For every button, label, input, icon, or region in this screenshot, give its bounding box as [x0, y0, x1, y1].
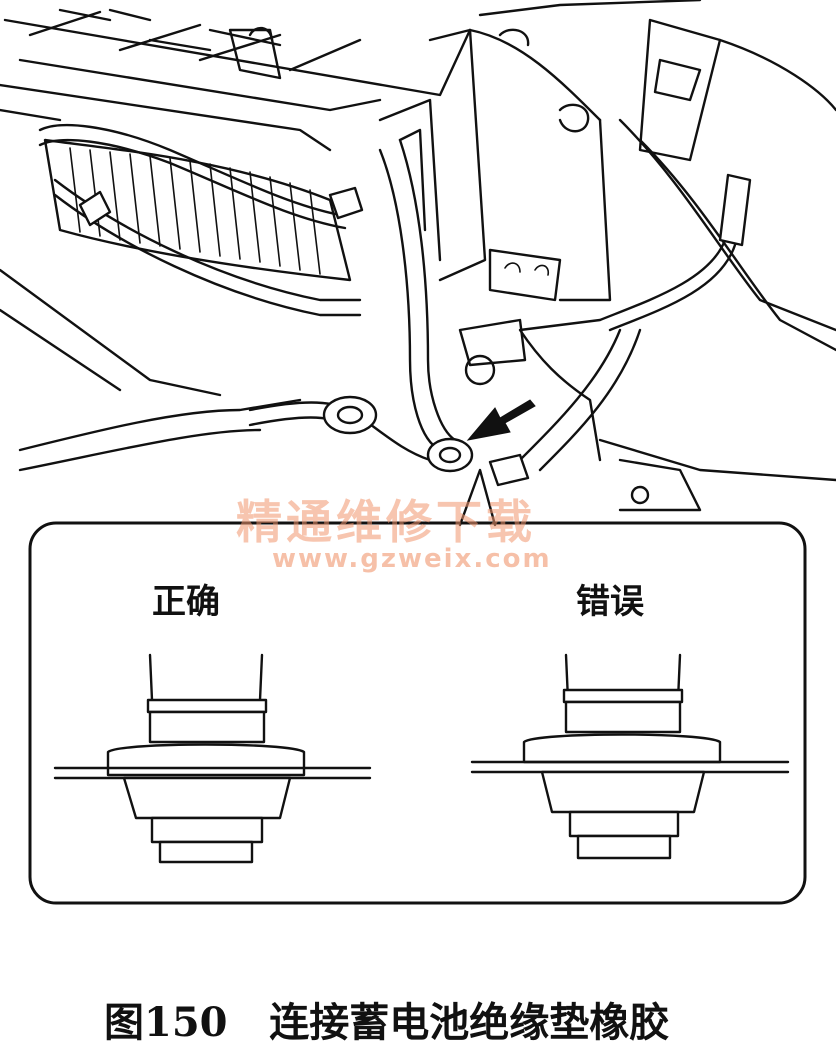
correct-label: 正确 — [152, 582, 220, 622]
figure-caption: 图150 连接蓄电池绝缘垫橡胶 — [104, 999, 670, 1046]
correct-insulator-drawing — [53, 653, 372, 864]
wrong-insulator-drawing — [470, 653, 790, 860]
battery-pack-drawing — [0, 8, 472, 472]
watermark-url: www.gzweix.com — [272, 544, 552, 574]
pointer-arrow — [466, 399, 536, 441]
callout-notch — [458, 468, 497, 527]
comparison-inset-frame — [28, 521, 807, 905]
watermark-text: 精通维修下载 — [236, 495, 536, 549]
cable-drawing — [248, 138, 752, 487]
wrong-label: 错误 — [576, 582, 644, 622]
